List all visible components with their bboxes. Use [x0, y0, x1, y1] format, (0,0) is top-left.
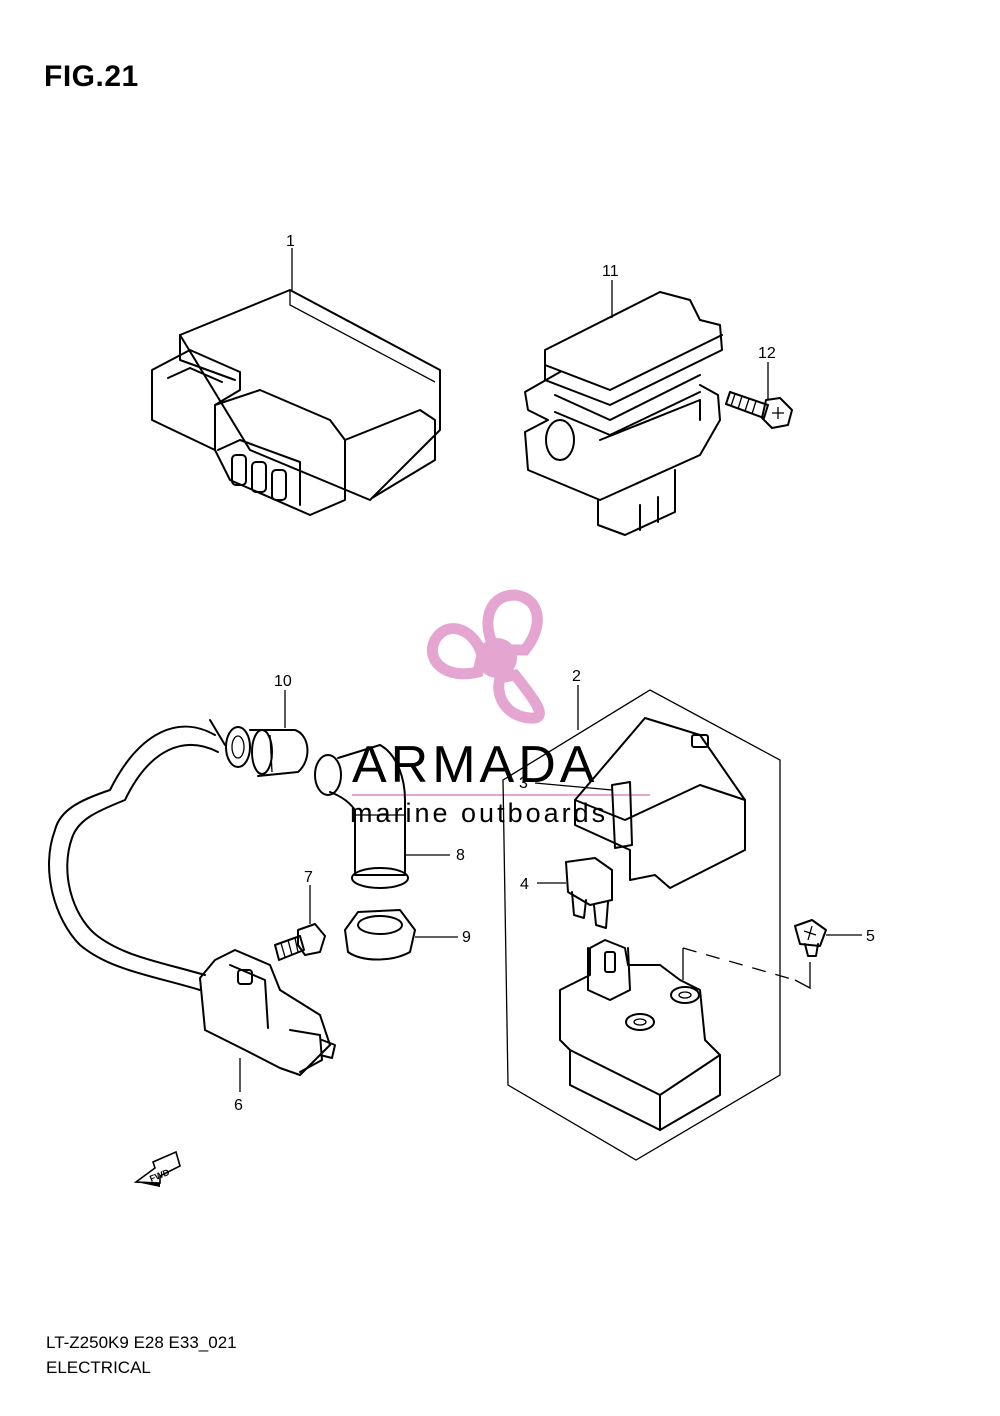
- starter-relay: [559, 939, 721, 1131]
- relay-cover: [574, 717, 746, 889]
- callout-2: 2: [572, 668, 581, 685]
- section-name: ELECTRICAL: [46, 1358, 151, 1377]
- bolt-7: [274, 923, 326, 961]
- plug-cap-seal: [225, 726, 309, 777]
- callout-9: 9: [462, 929, 471, 946]
- callout-4: 4: [520, 876, 529, 893]
- seal-ring: [344, 909, 416, 961]
- ignition-coil: [48, 719, 336, 1076]
- screw-5: [794, 919, 827, 957]
- figure-title: FIG.21: [44, 60, 139, 93]
- relay-assembly-frame: [502, 689, 781, 1161]
- fuse: [565, 857, 613, 929]
- spark-plug-cap: [314, 744, 409, 889]
- watermark-logo: [426, 589, 545, 724]
- bolt-12: [725, 391, 793, 429]
- drawing-code: LT-Z250K9 E28 E33_021: [46, 1333, 237, 1352]
- callout-5: 5: [866, 928, 875, 945]
- callout-8: 8: [456, 847, 465, 864]
- callout-10: 10: [274, 673, 292, 690]
- watermark-tagline: marine outboards: [350, 798, 608, 828]
- callout-1: 1: [286, 233, 295, 250]
- regulator-rectifier: [524, 291, 723, 536]
- fwd-arrow-icon: FWD: [133, 1150, 181, 1187]
- cdi-unit: [151, 289, 441, 516]
- callout-7: 7: [304, 869, 313, 886]
- callout-3: 3: [519, 775, 528, 792]
- callout-6: 6: [234, 1097, 243, 1114]
- callout-12: 12: [758, 345, 776, 362]
- callout-11: 11: [602, 263, 619, 280]
